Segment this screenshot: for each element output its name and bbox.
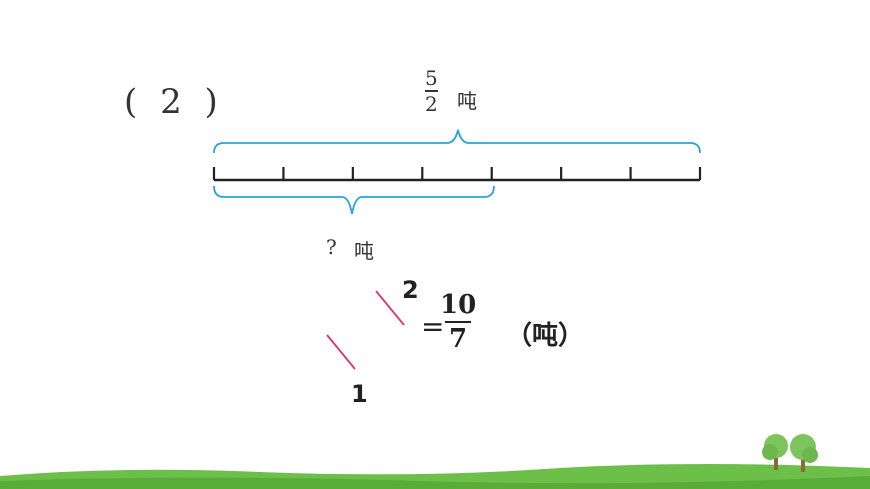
part-label: ( 2 ) xyxy=(124,82,224,122)
total-unit: 吨 xyxy=(457,89,477,113)
total-fraction: 5 2 xyxy=(425,68,438,114)
tree-icon xyxy=(762,434,818,472)
part-brace xyxy=(213,185,495,215)
number-line xyxy=(212,167,702,182)
part-question-mark: ? xyxy=(326,235,337,259)
fraction-bar xyxy=(425,90,438,92)
equals-sign: = xyxy=(421,310,445,343)
total-numerator: 5 xyxy=(425,66,438,90)
cancel-result-top: 2 xyxy=(402,276,419,304)
part-unit: 吨 xyxy=(354,239,374,263)
fraction-bar xyxy=(445,321,472,323)
total-denominator: 2 xyxy=(425,91,438,116)
grass-highlight xyxy=(0,476,870,489)
result-fraction: 10 7 xyxy=(440,292,476,352)
result-numerator: 10 xyxy=(440,290,477,320)
result-denominator: 7 xyxy=(449,324,468,354)
cancel-result-bottom: 1 xyxy=(351,380,368,408)
cancel-stroke-top xyxy=(375,290,405,326)
result-unit: （吨） xyxy=(506,321,585,351)
whole-brace xyxy=(213,129,701,154)
cancel-stroke-bottom xyxy=(326,334,356,370)
